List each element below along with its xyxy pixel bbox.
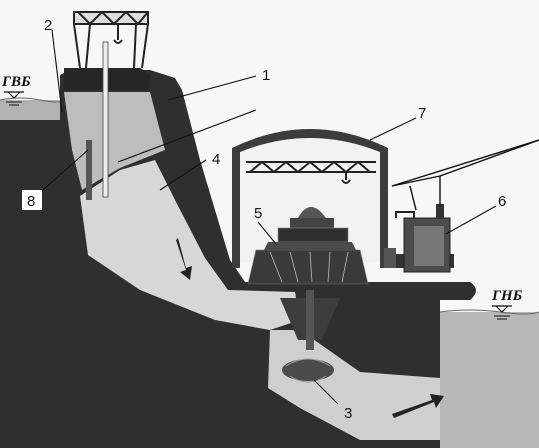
transmission-lines [391, 139, 539, 211]
label-5: 5 [254, 205, 262, 222]
penstock-channel [80, 160, 300, 330]
label-2: 2 [44, 17, 52, 34]
turbine-assembly [280, 290, 340, 383]
flow-arrow-outlet [392, 394, 444, 418]
gate-rod [102, 41, 109, 198]
upstream-level-label: ГВБ [1, 74, 31, 90]
downstream-level-label: ГНБ [491, 288, 523, 304]
label-4: 4 [212, 151, 220, 168]
downstream-level-marker: ГНБ [491, 288, 523, 320]
downstream-tailwater [440, 312, 539, 448]
powerhouse-roof [232, 129, 388, 268]
dam-gantry-crane [73, 10, 149, 69]
label-8-box: 8 [22, 190, 42, 210]
flow-arrow-penstock [176, 238, 192, 280]
downstream-water-surface [439, 309, 539, 315]
upstream-level-marker: ГВБ [1, 74, 31, 106]
trash-rack [86, 140, 92, 200]
label-6: 6 [498, 193, 506, 210]
generator-unit [247, 207, 369, 285]
transformer [384, 204, 454, 273]
leader-lines [35, 29, 497, 405]
label-3: 3 [344, 405, 352, 422]
label-8: 8 [27, 193, 35, 210]
label-1: 1 [262, 67, 270, 84]
hall-overhead-crane [246, 160, 376, 184]
label-7: 7 [418, 105, 426, 122]
